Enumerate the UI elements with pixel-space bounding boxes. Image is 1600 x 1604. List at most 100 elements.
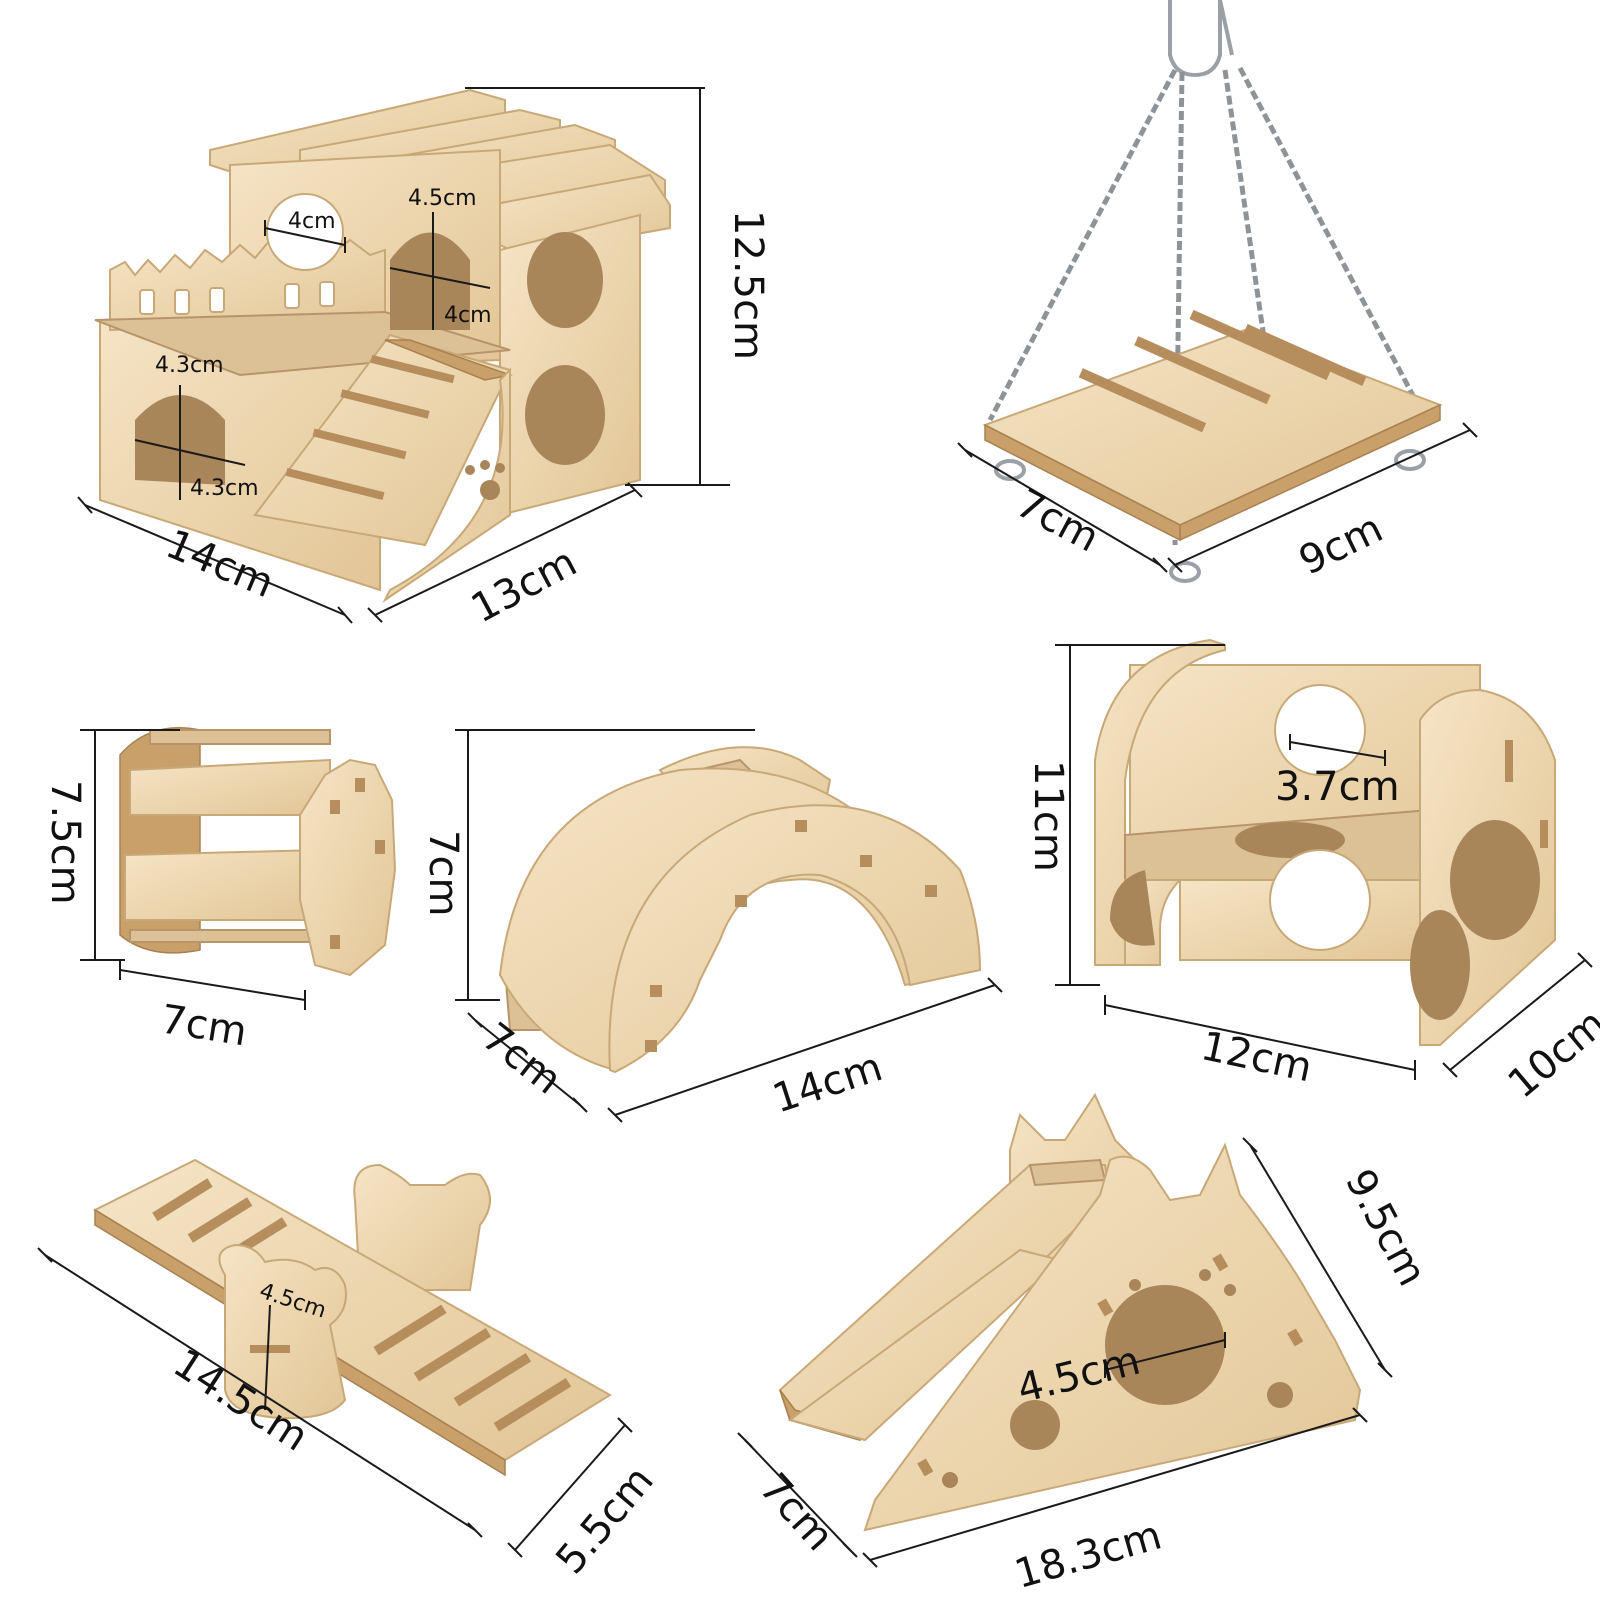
swing-slot-icon bbox=[1134, 336, 1271, 405]
seesaw-slot-icon bbox=[413, 1327, 492, 1382]
bench-front-hole-icon bbox=[1269, 849, 1371, 951]
wheel-dimension-lines bbox=[80, 729, 306, 1010]
wheel-slat bbox=[124, 848, 321, 921]
house-height-label: 12.5cm bbox=[725, 210, 771, 360]
hideout-bench: 11cm 12cm 10cm 3.7cm bbox=[1025, 638, 1600, 1108]
battlement-window-icon bbox=[209, 287, 225, 313]
swing-slot-icon bbox=[1243, 323, 1367, 387]
bench-width-label: 12cm bbox=[1197, 1023, 1316, 1091]
bench-hole-size-label: 3.7cm bbox=[1275, 764, 1400, 810]
slide-dimension-lines bbox=[737, 1137, 1393, 1568]
bridge-slot-icon bbox=[860, 855, 872, 867]
bridge-dimension-lines bbox=[455, 729, 1003, 1123]
swing-ring-icon bbox=[1394, 449, 1426, 471]
slide-slot-icon bbox=[1097, 1298, 1114, 1317]
hanging-swing: 7cm 9cm bbox=[957, 0, 1478, 584]
bridge-slot-icon bbox=[645, 1040, 657, 1052]
two-story-house: 14cm 13cm 12.5cm 4cm 4.5cm 4cm 4.3cm 4.3… bbox=[77, 87, 771, 632]
swing-ring-icon bbox=[1169, 561, 1201, 583]
bench-dimension-lines bbox=[1055, 644, 1593, 1080]
bridge-slot-icon bbox=[650, 985, 662, 997]
seesaw-width-label: 5.5cm bbox=[547, 1458, 662, 1583]
bench-height-label: 11cm bbox=[1025, 760, 1071, 872]
bench-slot-icon bbox=[1540, 820, 1548, 848]
wheel-front-disc bbox=[299, 758, 397, 977]
swing-slot-icon bbox=[1078, 368, 1207, 433]
seesaw-slot-icon bbox=[493, 1377, 572, 1432]
house-stair-side bbox=[382, 367, 511, 603]
slide-slot-icon bbox=[1287, 1328, 1304, 1347]
slide-small-hole-icon bbox=[942, 1472, 958, 1488]
bench-seat-hole-icon bbox=[1235, 822, 1345, 858]
swing-dimension-lines bbox=[957, 422, 1478, 573]
slide-round-hole-icon bbox=[1267, 1382, 1293, 1408]
bench-slot-icon bbox=[1505, 740, 1513, 782]
wheel-slot-icon bbox=[330, 800, 340, 814]
slide-small-hole-icon bbox=[1129, 1279, 1141, 1291]
cat-slide: 9.5cm 7cm 18.3cm 4.5cm bbox=[737, 1092, 1435, 1598]
house-door-width-label: 4.5cm bbox=[408, 186, 477, 211]
wheel-slat bbox=[129, 758, 331, 816]
seesaw-slot-icon bbox=[250, 1345, 290, 1353]
swing-chain bbox=[1237, 66, 1421, 407]
seesaw-front-support bbox=[218, 1243, 347, 1420]
bench-back-hole-icon bbox=[1274, 684, 1366, 776]
slide-big-hole-icon bbox=[1105, 1285, 1225, 1405]
paw-dot-icon bbox=[480, 460, 490, 470]
wheel-height-label: 7.5cm bbox=[42, 780, 88, 905]
wheel-slot-icon bbox=[375, 840, 385, 854]
wheel-rod bbox=[149, 729, 331, 745]
slide-round-hole-icon bbox=[1010, 1400, 1060, 1450]
house-lower-door-height-label: 4.3cm bbox=[190, 476, 259, 501]
slide-small-hole-icon bbox=[1199, 1269, 1211, 1281]
slide-depth-label: 7cm bbox=[750, 1465, 842, 1560]
house-door-height-label: 4cm bbox=[444, 303, 492, 328]
bridge-height-label: 7cm bbox=[420, 830, 466, 916]
bridge-slot-icon bbox=[795, 820, 807, 832]
bench-left-side bbox=[1094, 638, 1226, 966]
bench-side-hole-icon bbox=[1450, 820, 1540, 940]
slide-length-label: 18.3cm bbox=[1010, 1512, 1167, 1598]
roller-wheel: 7.5cm 7cm bbox=[42, 727, 397, 1055]
slide-small-hole-icon bbox=[1224, 1284, 1236, 1296]
house-lower-door-width-label: 4.3cm bbox=[155, 353, 224, 378]
bench-side-hole-icon bbox=[1410, 910, 1470, 1020]
bridge-slot-icon bbox=[925, 885, 937, 897]
swing-chain bbox=[987, 68, 1178, 422]
house-depth-label: 13cm bbox=[464, 539, 584, 632]
battlement-window-icon bbox=[319, 281, 335, 307]
round-hole-icon bbox=[527, 232, 603, 328]
house-window-size-label: 4cm bbox=[288, 209, 336, 234]
arched-door-icon bbox=[390, 232, 470, 330]
round-window-icon bbox=[266, 193, 344, 271]
stair-slot-icon bbox=[312, 428, 407, 460]
bridge-slot-icon bbox=[735, 895, 747, 907]
seesaw-slot-icon bbox=[152, 1178, 213, 1222]
stair-slot-icon bbox=[370, 354, 455, 384]
slide-slot-icon bbox=[917, 1458, 934, 1477]
paw-dot-icon bbox=[495, 463, 505, 473]
battlement-window-icon bbox=[139, 289, 155, 315]
round-hole-icon bbox=[525, 365, 605, 465]
bridge-arch-face bbox=[608, 804, 982, 1074]
stair-slot-icon bbox=[285, 468, 385, 500]
swing-ring-icon bbox=[994, 459, 1026, 481]
wheel-width-label: 7cm bbox=[157, 996, 250, 1055]
seesaw-dimension-lines bbox=[37, 1247, 633, 1558]
wheel-slot-icon bbox=[330, 935, 340, 949]
battlement-window-icon bbox=[284, 283, 300, 309]
house-dimension-lines bbox=[77, 87, 730, 624]
swing-width-label: 9cm bbox=[1292, 505, 1390, 584]
battlement-window-icon bbox=[174, 289, 190, 315]
seesaw-slot-icon bbox=[187, 1197, 253, 1243]
seesaw: 14.5cm 5.5cm 4.5cm bbox=[37, 1158, 663, 1583]
swing-slot-icon bbox=[1189, 309, 1331, 381]
slide-slot-icon bbox=[1212, 1253, 1229, 1272]
arch-bridge: 7cm 7cm 14cm bbox=[420, 729, 1003, 1123]
wheel-rod bbox=[129, 929, 321, 943]
stair-slot-icon bbox=[340, 389, 430, 419]
slide-height-label: 9.5cm bbox=[1336, 1162, 1435, 1294]
seesaw-back-support bbox=[353, 1163, 491, 1291]
paw-hole-icon bbox=[480, 480, 500, 500]
